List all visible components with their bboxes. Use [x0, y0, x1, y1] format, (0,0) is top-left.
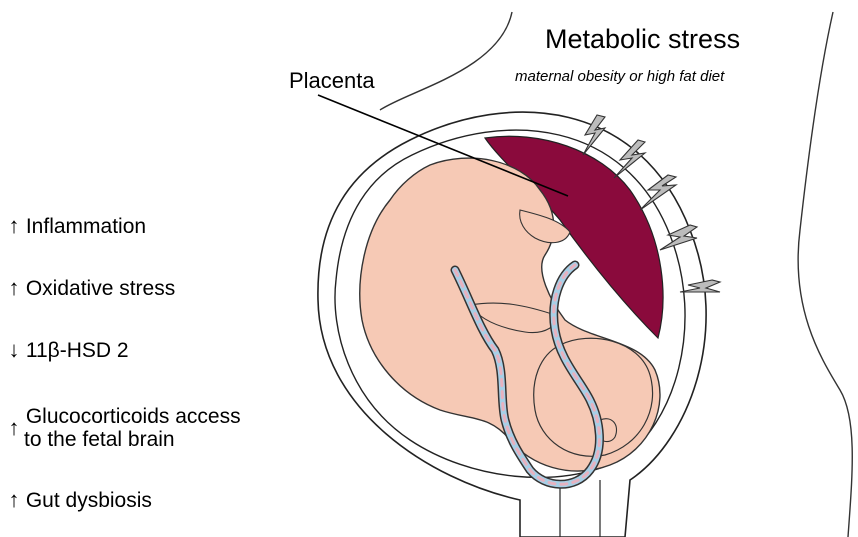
effect-11b-hsd2: ↓ 11β-HSD 2: [8, 338, 129, 363]
effect-label: Gut dysbiosis: [26, 489, 152, 512]
up-arrow-icon: ↑: [8, 416, 20, 440]
down-arrow-icon: ↓: [8, 338, 20, 362]
placenta-label: Placenta: [289, 68, 375, 94]
effect-label: Inflammation: [26, 215, 146, 238]
cervix: [560, 480, 600, 537]
effect-label-line2: to the fetal brain: [24, 428, 175, 451]
effect-gut-dysbiosis: ↑ Gut dysbiosis: [8, 488, 152, 513]
lightning-bolt-icon: [680, 280, 720, 292]
effect-oxidative-stress: ↑ Oxidative stress: [8, 276, 175, 301]
up-arrow-icon: ↑: [8, 488, 20, 512]
effect-label: 11β-HSD 2: [26, 339, 129, 362]
up-arrow-icon: ↑: [8, 276, 20, 300]
effect-glucocorticoids-line2: to the fetal brain: [24, 428, 175, 452]
diagram-subtitle: maternal obesity or high fat diet: [515, 68, 724, 85]
diagram-title: Metabolic stress: [545, 24, 740, 55]
effect-label-line1: Glucocorticoids access: [26, 405, 241, 428]
up-arrow-icon: ↑: [8, 214, 20, 238]
effect-glucocorticoids: ↑ Glucocorticoids access: [8, 404, 241, 429]
effect-inflammation: ↑ Inflammation: [8, 214, 146, 239]
effect-label: Oxidative stress: [26, 277, 175, 300]
